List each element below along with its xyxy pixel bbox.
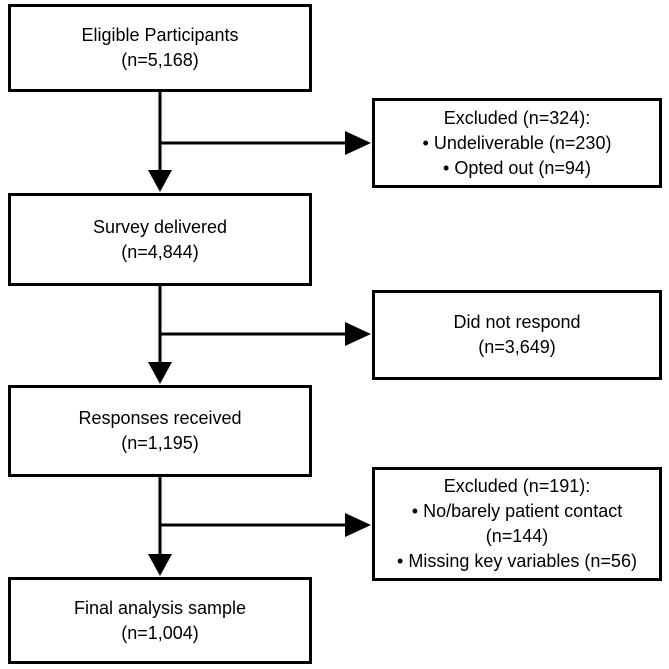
second-exclusion-box: Excluded (n=191): • No/barely patient co…	[372, 467, 662, 581]
arrowhead-down-2	[148, 362, 172, 384]
survey-delivered-box: Survey delivered (n=4,844)	[8, 193, 312, 286]
second-exclusion-title: Excluded (n=191):	[443, 476, 591, 496]
final-title: Final analysis sample	[73, 597, 247, 618]
first-exclusion-box: Excluded (n=324): • Undeliverable (n=230…	[372, 98, 662, 188]
first-exclusion-item-opted-out: • Opted out (n=94)	[443, 157, 591, 178]
nonresponse-title: Did not respond	[453, 312, 581, 332]
eligible-participants-box: Eligible Participants (n=5,168)	[8, 4, 312, 92]
final-analysis-box: Final analysis sample (n=1,004)	[8, 577, 312, 664]
responses-title: Responses received	[78, 408, 242, 428]
nonresponse-box: Did not respond (n=3,649)	[372, 290, 662, 380]
eligible-title: Eligible Participants	[81, 25, 239, 45]
arrowhead-right-2	[345, 322, 371, 346]
first-exclusion-item-undeliverable: • Undeliverable (n=230)	[422, 132, 612, 153]
eligible-count: (n=5,168)	[121, 50, 199, 70]
responses-count: (n=1,195)	[121, 433, 199, 453]
second-exclusion-item-contact-count: (n=144)	[485, 526, 549, 546]
nonresponse-count: (n=3,649)	[478, 337, 556, 357]
arrowhead-down-3	[148, 554, 172, 576]
first-exclusion-title: Excluded (n=324):	[443, 107, 591, 128]
delivered-count: (n=4,844)	[121, 241, 199, 262]
arrowhead-down-1	[148, 170, 172, 192]
delivered-title: Survey delivered	[92, 216, 228, 237]
second-exclusion-item-contact: • No/barely patient contact	[411, 501, 623, 521]
arrowhead-right-1	[345, 131, 371, 155]
second-exclusion-item-missing: • Missing key variables (n=56)	[397, 551, 637, 571]
arrowhead-right-3	[345, 513, 371, 537]
final-count: (n=1,004)	[121, 622, 199, 643]
responses-received-box: Responses received (n=1,195)	[8, 385, 312, 477]
